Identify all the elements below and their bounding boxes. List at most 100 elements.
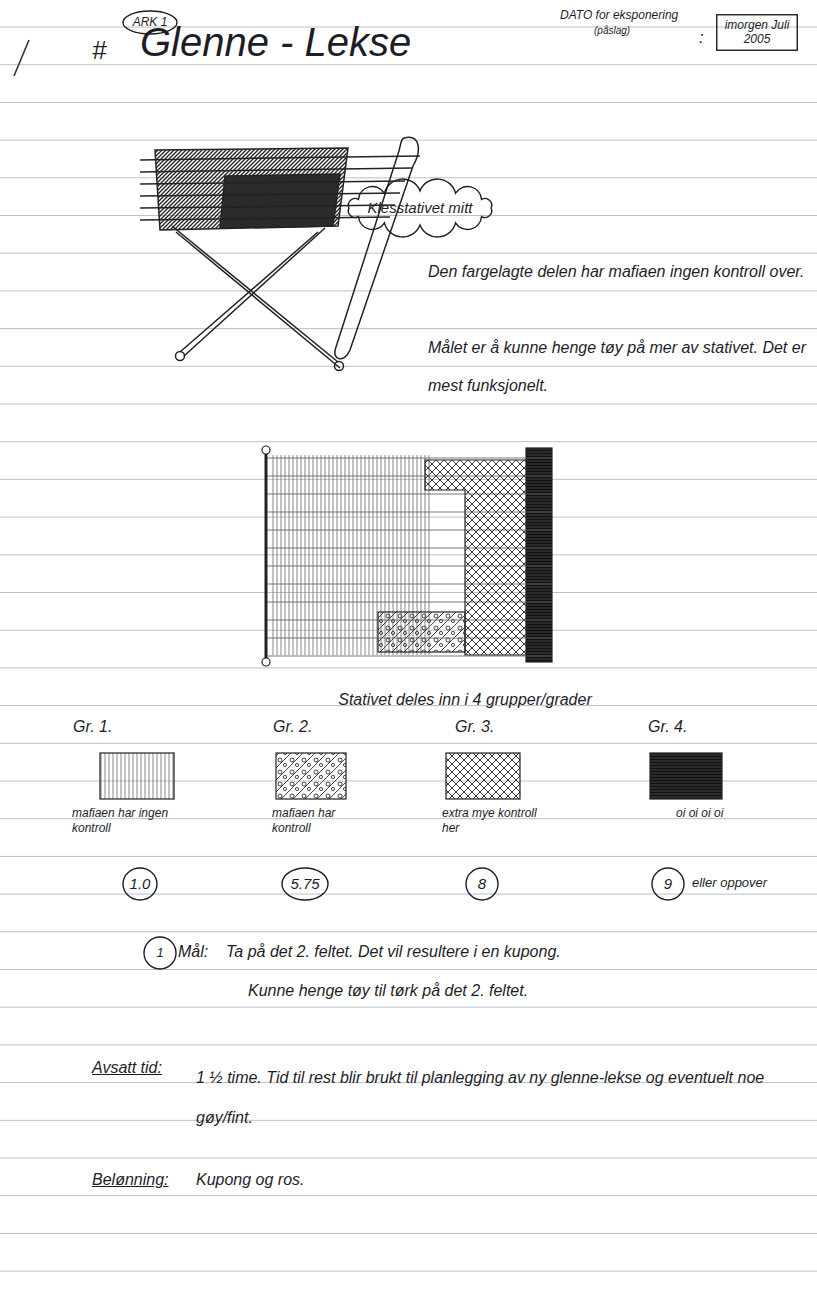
group-swatch (650, 753, 722, 799)
field-label: Avsatt tid: (92, 1058, 162, 1078)
label-text: Den fargelagte delen har mafiaen ingen k… (428, 263, 805, 280)
rail (266, 584, 552, 585)
cloud-border (348, 179, 491, 237)
group-description: oi oi oi oi (676, 806, 786, 821)
rail (266, 530, 552, 531)
label-text: Gr. 2. (273, 718, 312, 735)
ruled-line (0, 253, 817, 254)
rail (140, 156, 420, 160)
rail (266, 458, 552, 459)
ruled-line (0, 140, 817, 141)
ruled-line (0, 102, 817, 103)
label-text: mafiaen har ingen kontroll (72, 806, 168, 835)
rod-end (262, 446, 270, 454)
note-text: Den fargelagte delen har mafiaen ingen k… (428, 253, 810, 291)
circle-border (123, 868, 157, 900)
rail (140, 168, 412, 172)
rod-end (262, 658, 270, 666)
label-text: Avsatt tid: (92, 1059, 162, 1076)
ruled-line (0, 1233, 817, 1234)
group-swatch (446, 753, 520, 799)
ruled-line (0, 894, 817, 895)
node-text: imorgen Juli 2005 (721, 18, 793, 47)
notebook-ruling (0, 27, 817, 1306)
score-circle: 5.75 (281, 867, 329, 901)
group-heading: Gr. 4. (648, 717, 687, 737)
ruled-line (0, 1271, 817, 1272)
label-text: mafiaen har kontroll (272, 806, 335, 835)
node-text: Klesstativet mitt (367, 199, 472, 217)
label-text: Mål: (178, 943, 208, 960)
node-text: 9 (664, 875, 672, 893)
rail (266, 494, 552, 495)
field-text: Kupong og ros. (196, 1170, 305, 1190)
ruled-line (0, 366, 817, 367)
rail (266, 638, 552, 639)
ruled-line (0, 931, 817, 932)
label-text: Stativet deles inn i 4 grupper/grader (338, 691, 591, 708)
rack-top-view (262, 446, 552, 666)
score-note: eller oppover (692, 875, 767, 891)
group-description: mafiaen har kontroll (272, 806, 372, 836)
circle-border (652, 868, 684, 900)
label-text: 1 ½ time. Tid til rest blir brukt til pl… (196, 1069, 764, 1126)
rail (266, 656, 552, 657)
drying-rack-sketch (140, 137, 420, 370)
title-text: Glenne - Lekse (140, 20, 411, 64)
field-label: Belønning: (92, 1170, 169, 1190)
group-swatches (100, 753, 722, 799)
rail (266, 512, 552, 513)
rail (266, 602, 552, 603)
circle-border (144, 937, 176, 969)
section-heading: Stativet deles inn i 4 grupper/grader (280, 690, 650, 710)
node-text: 1.0 (130, 875, 151, 893)
label-text: Gr. 1. (73, 718, 112, 735)
ruled-line (0, 1195, 817, 1196)
label-text: Belønning: (92, 1171, 169, 1188)
ruled-line (0, 856, 817, 857)
node-text: 5.75 (290, 875, 319, 893)
margin-mark (14, 40, 29, 76)
ruled-line (0, 64, 817, 65)
circle-border (282, 868, 328, 900)
ruled-line (0, 667, 817, 668)
label-text: : (699, 28, 704, 47)
group-swatch (276, 753, 346, 799)
page-title: Glenne - Lekse (140, 20, 411, 65)
label-text: Kunne henge tøy til tørk på det 2. felte… (248, 982, 528, 999)
field-text: Kunne henge tøy til tørk på det 2. felte… (248, 981, 808, 1001)
label-text: Gr. 4. (648, 718, 687, 735)
date-heading: DATO for eksponering (560, 8, 678, 23)
label-text: extra mye kontroll her (442, 806, 537, 835)
ruled-line (0, 290, 817, 291)
rails (266, 458, 552, 656)
label-text: Kupong og ros. (196, 1171, 305, 1188)
node-text: 8 (478, 875, 486, 893)
group-heading: Gr. 3. (455, 717, 494, 737)
label-text: # (92, 35, 106, 65)
ruled-line (0, 1044, 817, 1045)
date-box: imorgen Juli 2005 (716, 14, 798, 51)
rail (140, 181, 405, 184)
date-note: (påslag) (594, 25, 630, 38)
group-4-area (526, 448, 552, 662)
field-text: 1 ½ time. Tid til rest blir brukt til pl… (196, 1058, 796, 1138)
rack-leg (184, 228, 325, 356)
rack-foot (176, 352, 185, 361)
ruled-line (0, 1007, 817, 1008)
rail (266, 620, 552, 621)
group-2-area (378, 612, 465, 652)
rail (266, 548, 552, 549)
note-text: Målet er å kunne henge tøy på mer av sta… (428, 329, 810, 405)
box-border (717, 15, 798, 51)
hash-mark: # (92, 34, 106, 67)
ruled-line (0, 404, 817, 405)
rack-leg (176, 232, 340, 368)
group-heading: Gr. 1. (73, 717, 112, 737)
score-circle: 9 (651, 867, 685, 901)
field-text: Ta på det 2. feltet. Det vil resultere i… (226, 942, 811, 962)
group-swatch (100, 753, 174, 799)
score-circle: 8 (465, 867, 499, 901)
